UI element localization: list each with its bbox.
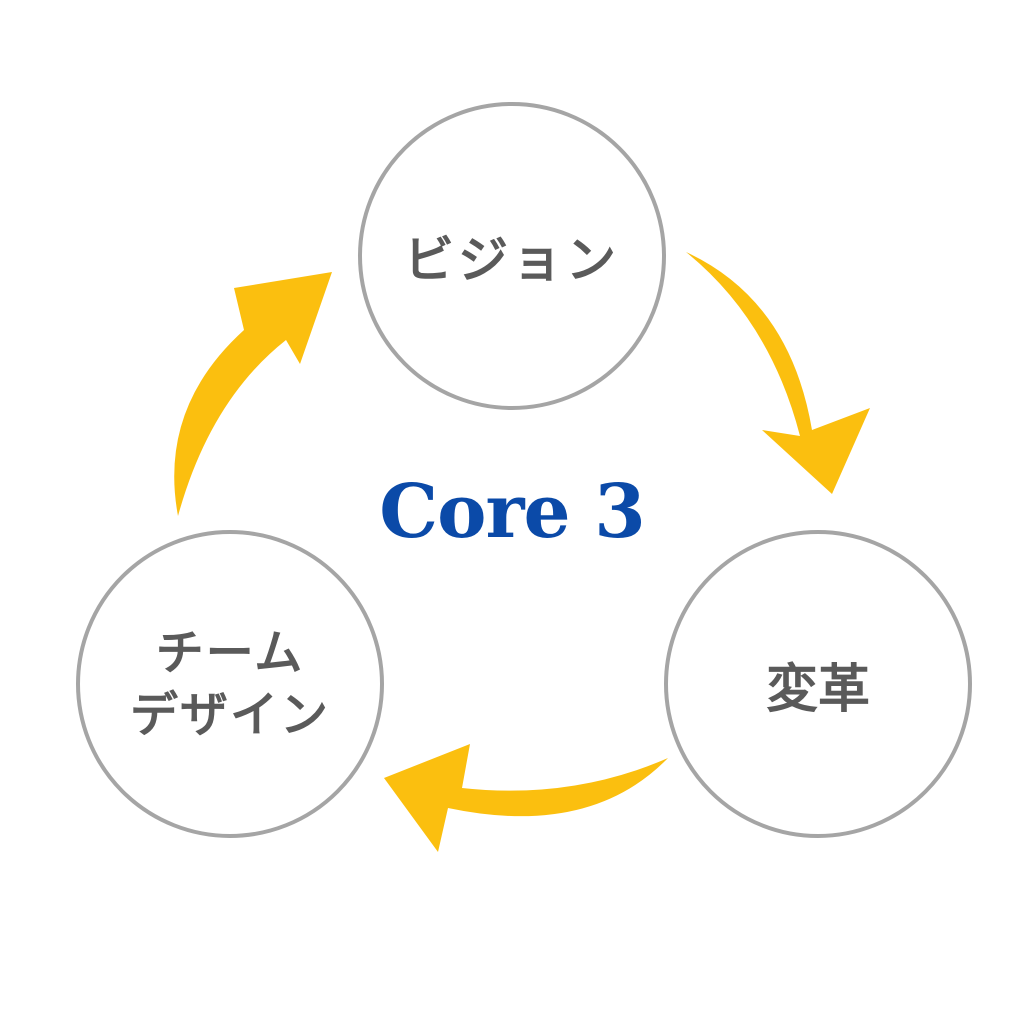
node-change: 変革 <box>664 530 972 838</box>
node-vision-label: ビジョン <box>404 231 620 289</box>
center-title: Core 3 <box>379 469 646 555</box>
node-vision: ビジョン <box>358 102 666 410</box>
arrow-team-to-vision <box>174 272 332 516</box>
node-team-design: チーム デザイン <box>76 530 384 838</box>
arrow-change-to-team <box>384 744 668 852</box>
node-change-label: 変革 <box>765 659 870 720</box>
arrow-vision-to-change <box>686 252 870 494</box>
node-team-label-line-2: デザイン <box>129 687 330 743</box>
node-team-label-line-1: チーム <box>155 625 305 681</box>
